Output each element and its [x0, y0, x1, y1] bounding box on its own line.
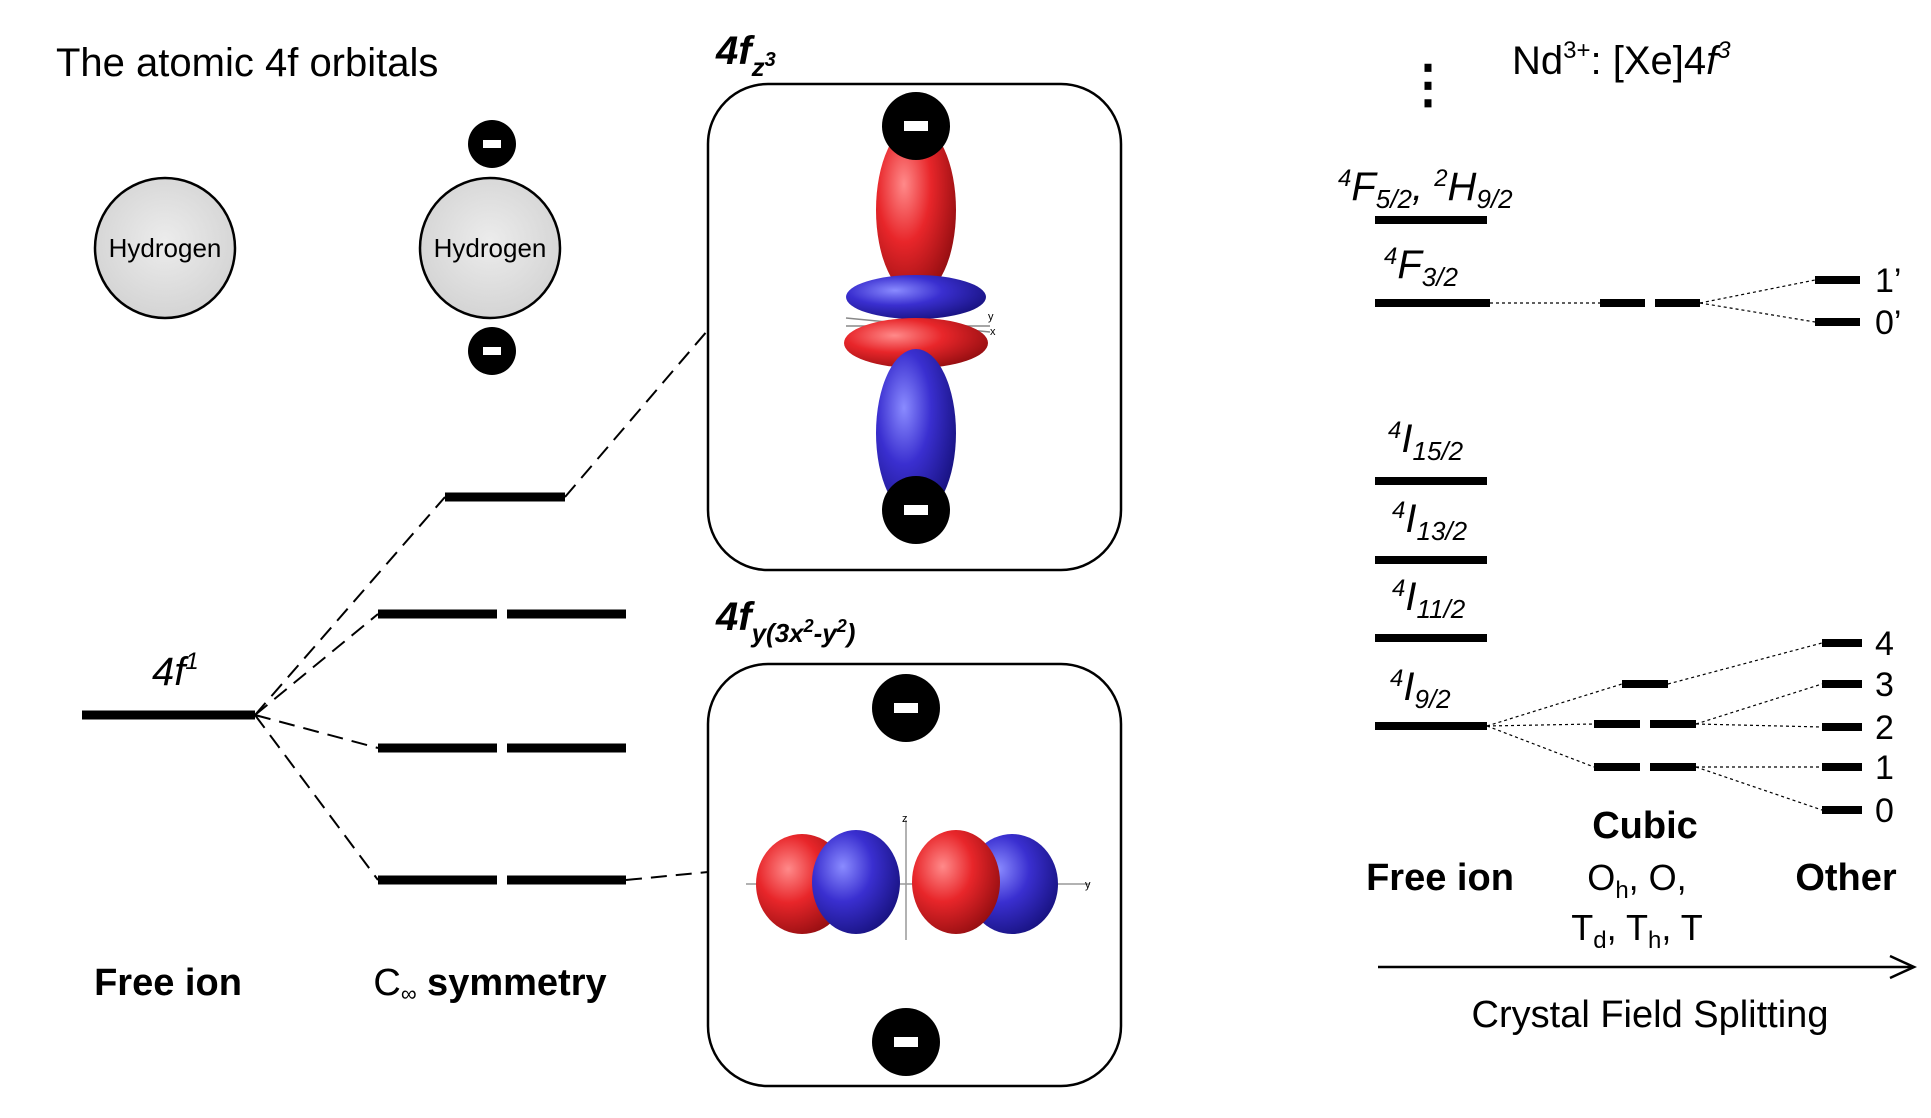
level-label-1: 1	[1875, 749, 1894, 787]
dashed-connectors	[254, 329, 709, 881]
dotted-connectors-F	[1490, 279, 1816, 323]
term-4I13/2: 4I13/2	[1392, 497, 1468, 546]
orbital-box-fz3	[706, 82, 1123, 572]
crystal-field-arrow	[1378, 954, 1918, 980]
orbital-label-fy3x2y2: 4fy(3x2-y2)	[715, 595, 855, 648]
axis-label-y: y	[988, 311, 994, 323]
negative-charge-icon	[468, 327, 516, 375]
axis-label-z: z	[902, 813, 908, 825]
term-4I15/2: 4I15/2	[1388, 417, 1464, 466]
right-title: Nd3+: [Xe]4f3	[1512, 37, 1731, 83]
term-4I11/2: 4I11/2	[1392, 575, 1466, 624]
crystal-field-caption: Crystal Field Splitting	[1472, 994, 1829, 1036]
c-infinity-symmetry-label: C∞ symmetry	[373, 962, 606, 1006]
dotted-connectors-I	[1486, 642, 1823, 811]
axis-label-y2: y	[1085, 879, 1091, 891]
orbital-box-fy3x2y2	[706, 662, 1123, 1088]
orbital-fy3x2y2-lobes: z y	[746, 813, 1091, 940]
level-label-2: 2	[1875, 709, 1894, 747]
term-4I9/2: 4I9/2	[1390, 665, 1451, 714]
negative-charge-icon	[872, 1008, 940, 1076]
level-label-4: 4	[1875, 625, 1894, 663]
axis-label-x: x	[990, 326, 996, 338]
hydrogen-label-1: Hydrogen	[109, 233, 222, 263]
ellipsis: ⋮	[1402, 56, 1454, 114]
term-4F3/2: 4F3/2	[1384, 243, 1458, 292]
hydrogen-atom-1: Hydrogen	[93, 176, 237, 320]
cubic-label: Cubic	[1592, 805, 1698, 847]
orbital-label-fz3: 4fz3	[715, 29, 776, 82]
orbital-fz3-lobes: y x	[844, 124, 996, 517]
level-label-0prime: 0’	[1875, 304, 1901, 342]
cubic-groups-line2: Td, Th, T	[1571, 907, 1702, 954]
right-free-ion-label: Free ion	[1366, 857, 1514, 899]
level-label-4f1: 4f1	[152, 648, 199, 694]
hydrogen-label-2: Hydrogen	[434, 233, 547, 263]
left-title: The atomic 4f orbitals	[56, 41, 438, 85]
level-label-0: 0	[1875, 792, 1894, 830]
left-free-ion-label: Free ion	[94, 962, 242, 1004]
cubic-groups-line1: Oh, O,	[1587, 857, 1686, 904]
negative-charge-icon	[882, 92, 950, 160]
negative-charge-icon	[468, 120, 516, 168]
level-label-3: 3	[1875, 666, 1894, 704]
level-label-1prime: 1’	[1875, 262, 1901, 300]
term-4F5/2-2H9/2: 4F5/2, 2H9/2	[1338, 165, 1513, 214]
other-label: Other	[1795, 857, 1897, 899]
negative-charge-icon	[882, 476, 950, 544]
hydrogen-atom-2: Hydrogen	[418, 176, 562, 320]
negative-charge-icon	[872, 674, 940, 742]
